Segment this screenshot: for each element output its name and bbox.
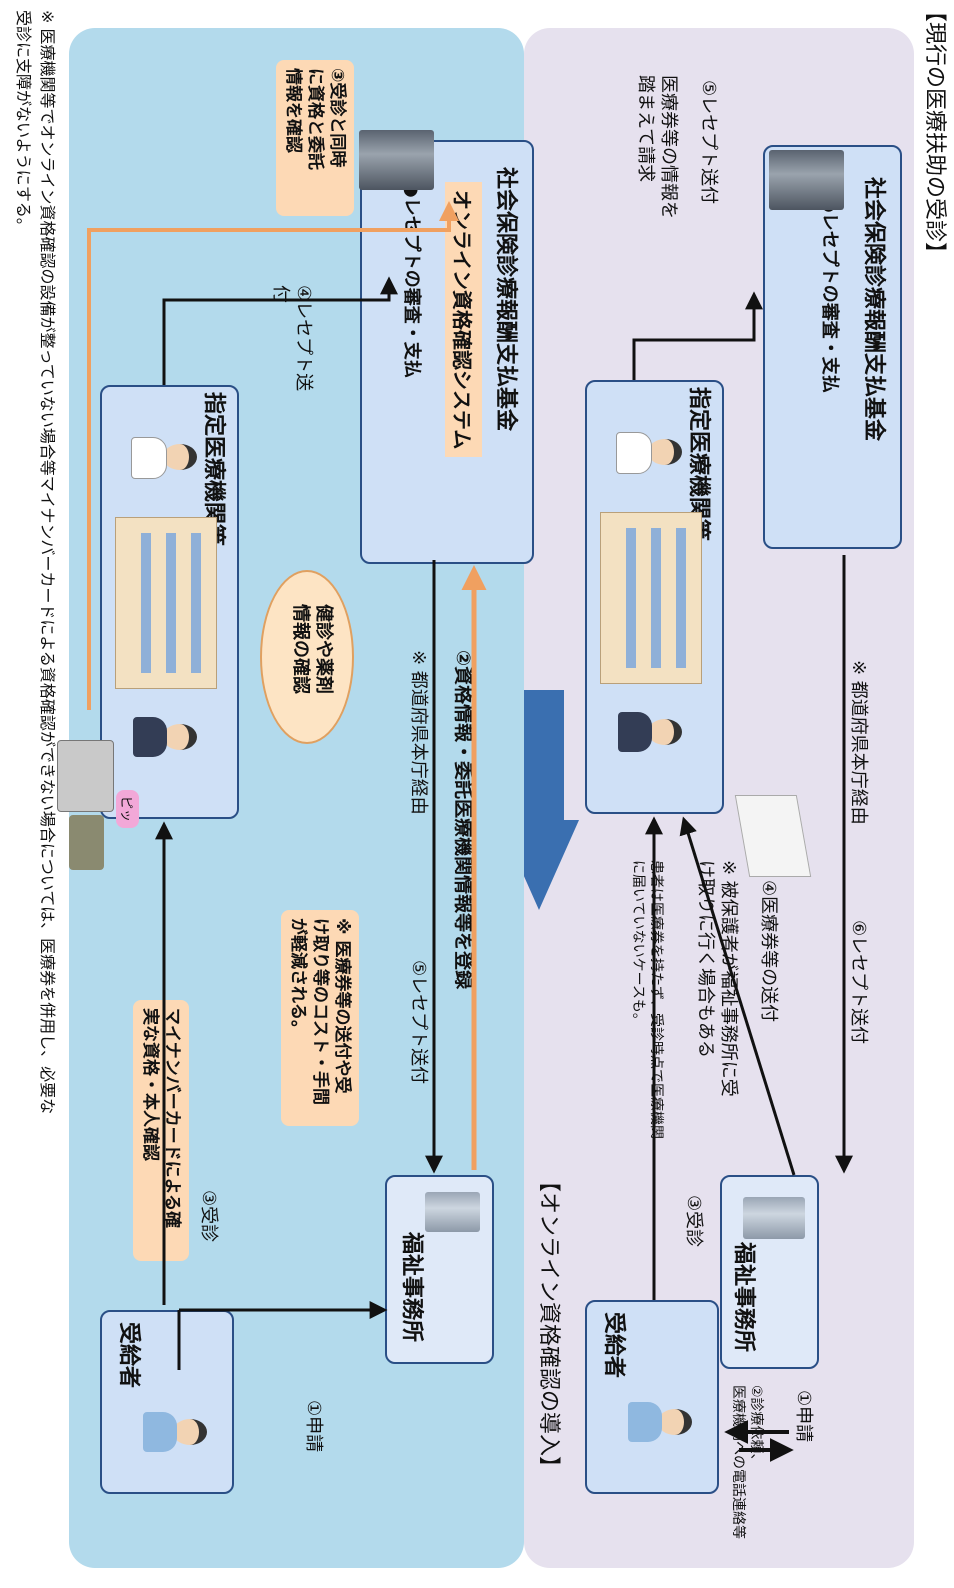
arrow-current-receipt5 [632, 291, 763, 380]
arrow-new-receipt4 [162, 276, 398, 385]
arrow-new-check [87, 201, 459, 710]
arrow-current-ticket [679, 816, 796, 1176]
